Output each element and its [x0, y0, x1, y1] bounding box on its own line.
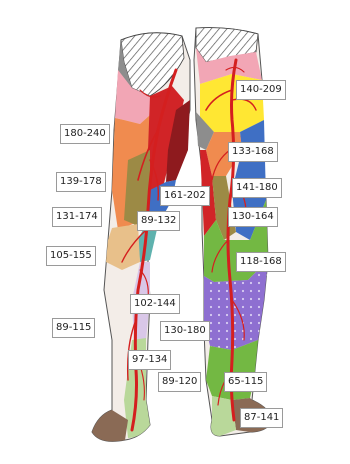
label-131-174: 131-174 [52, 207, 102, 227]
label-89-120: 89-120 [158, 372, 201, 392]
label-97-134: 97-134 [128, 350, 171, 370]
label-140-209: 140-209 [236, 80, 286, 100]
label-141-180: 141-180 [232, 178, 282, 198]
label-130-180: 130-180 [160, 321, 210, 341]
left-leg-tan-region [106, 224, 140, 270]
label-89-115: 89-115 [52, 318, 95, 338]
label-87-141: 87-141 [240, 408, 283, 428]
label-133-168: 133-168 [228, 142, 278, 162]
label-89-132: 89-132 [137, 211, 180, 231]
label-105-155: 105-155 [46, 246, 96, 266]
label-118-168: 118-168 [236, 252, 286, 272]
label-180-240: 180-240 [60, 124, 110, 144]
label-65-115: 65-115 [224, 372, 267, 392]
label-130-164: 130-164 [228, 207, 278, 227]
label-139-178: 139-178 [56, 172, 106, 192]
label-102-144: 102-144 [130, 294, 180, 314]
label-161-202: 161-202 [160, 186, 210, 206]
